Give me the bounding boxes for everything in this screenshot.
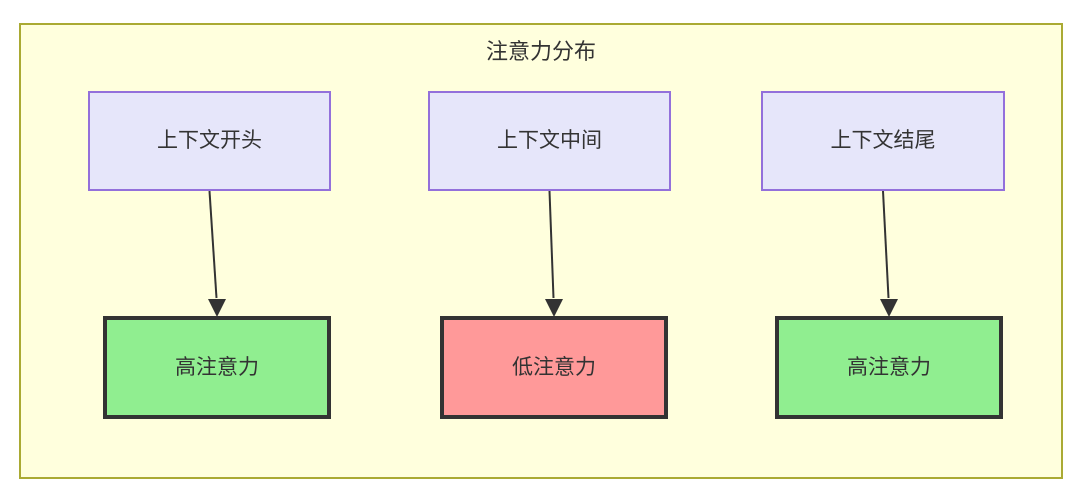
node-label: 上下文开头 xyxy=(157,129,262,152)
node-attention-low[interactable]: 低注意力 xyxy=(440,316,668,419)
node-label: 低注意力 xyxy=(512,355,596,379)
node-label: 高注意力 xyxy=(175,355,259,379)
node-context-middle[interactable]: 上下文中间 xyxy=(428,91,671,191)
node-attention-high-1[interactable]: 高注意力 xyxy=(103,316,331,419)
node-label: 上下文中间 xyxy=(497,129,602,152)
node-label: 高注意力 xyxy=(847,355,931,379)
node-context-end[interactable]: 上下文结尾 xyxy=(761,91,1005,191)
node-label: 上下文结尾 xyxy=(830,129,936,152)
node-context-begin[interactable]: 上下文开头 xyxy=(88,91,331,191)
subgraph-title: 注意力分布 xyxy=(485,39,596,64)
node-attention-high-2[interactable]: 高注意力 xyxy=(775,316,1003,419)
